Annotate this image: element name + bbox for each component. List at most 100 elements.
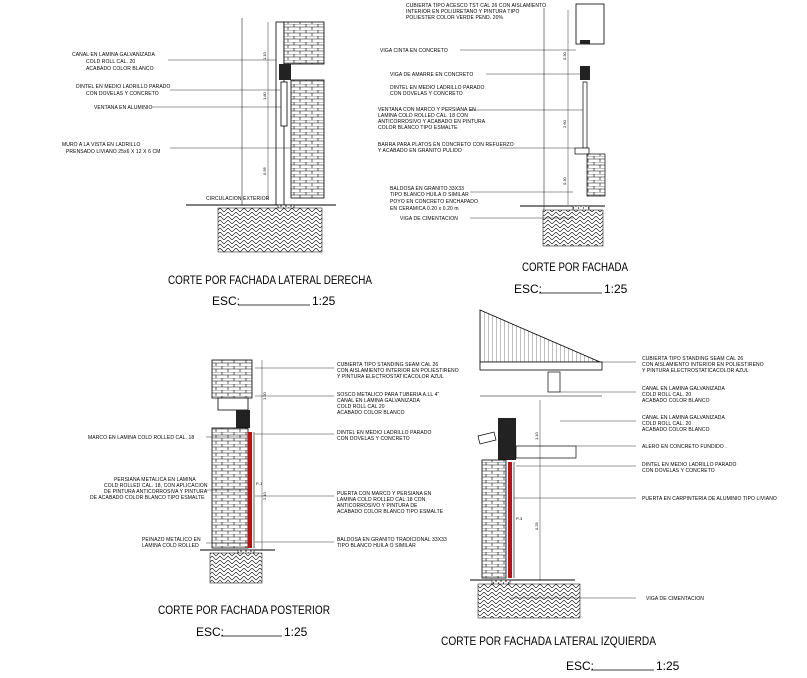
brick-wall-upper: [283, 21, 325, 65]
lintel-block: [498, 418, 516, 460]
note: COLD ROLL CAL 20: [337, 404, 385, 410]
section-title: CORTE POR FACHADA LATERAL IZQUIERDA: [441, 634, 656, 648]
soil-fill: [217, 207, 323, 253]
note: ACABADO COLOR BLANCO: [86, 66, 154, 72]
brick-wall-lower: [290, 79, 325, 199]
lintel-block: [236, 410, 250, 428]
gutter: [547, 371, 561, 393]
note: BALDOSA EN GRANITO TRADICIONAL 33X33: [337, 537, 447, 543]
note: ACABADO COLOR BLANCO TIPO ESMALTE: [337, 509, 444, 515]
scale-value: 1:25: [284, 625, 308, 639]
roof-beam-box: [575, 3, 605, 45]
note: COLD ROLL CAL. 20: [642, 392, 691, 398]
note: CON AISLAMIENTO INTERIOR EN POLIESTIRENO: [337, 368, 459, 374]
note: CANAL EN LAMINA GALVANIZADA: [642, 386, 725, 392]
note: CUBIERTA TIPO STANDING SEAM CAL 26: [642, 356, 743, 362]
section-lateral-izquierda: P-3 1.10 0.25 CUBIERTA TIPO STANDING SEA…: [441, 309, 777, 673]
note: CON DOVELAS Y CONCRETO: [337, 436, 410, 442]
counter-base: [586, 153, 606, 197]
dimension-label: 0.95: [262, 166, 267, 175]
note: DINTEL EN MEDIO LADRILLO PARADO: [642, 462, 737, 468]
counter-bar: [574, 147, 590, 155]
concrete-eave: [515, 445, 577, 459]
soil-fill: [209, 552, 263, 584]
note: PERSIANA METALICA EN LAMINA: [114, 477, 196, 483]
ground-label: CIRCULACION EXTERIOR: [206, 196, 270, 202]
note: PUERTA CON MARCO Y PERSIANA EN: [337, 491, 432, 497]
note: ACABADO COLOR BLANCO: [642, 398, 710, 404]
note: CON DOVELAS Y CONCRETO: [390, 91, 463, 97]
scale-prefix: ESC:: [566, 659, 594, 673]
note: Y PINTURA ELECTROSTATICACOLOR AZUL: [337, 374, 444, 380]
note: EN CERAMICA 0.20 x 0.20 m: [390, 206, 459, 212]
note: ANTICORROSIVO Y PINTURA DE: [337, 503, 418, 509]
dimension-label: 1.80: [262, 91, 267, 100]
brick-wall-lower: [211, 427, 249, 549]
dimension-label: 0.30: [562, 51, 567, 60]
roof-slope: [479, 309, 601, 363]
note: BALDOSA EN GRANITO 33X33: [390, 186, 464, 192]
note: COLD ROLLED CAL. 18, CON APLICACION: [104, 483, 208, 489]
annotations-derecha: CANAL EN LAMINA GALVANIZADA COLD ROLL CA…: [62, 52, 291, 202]
scale-value: 1:25: [312, 294, 336, 308]
door-leaf: [508, 462, 512, 578]
note: COLD ROLL CAL. 20: [642, 421, 691, 427]
door-tag: P-1: [256, 481, 263, 486]
dimension-label: 0.30: [562, 176, 567, 185]
soil-fill: [542, 209, 604, 247]
note: POYO EN CONCRETO ENCHAPADO: [390, 199, 478, 205]
dimension-label: 1.10: [262, 51, 267, 60]
section-title: CORTE POR FACHADA POSTERIOR: [158, 603, 330, 617]
note: ALERO EN CONCRETO FUNDIDO .: [642, 444, 727, 450]
note: POLIESTER COLOR VERDE PEND. 20%: [406, 15, 503, 21]
note: MARCO EN LAMINA COLD ROLLED CAL. 18: [88, 435, 194, 441]
note: VIGA DE CIMENTACION: [400, 216, 458, 222]
window-frame: [280, 81, 288, 127]
window-frame: [582, 81, 588, 149]
note: PRENSADO LIVIANO 25x6 X 12 X 6 CM: [66, 149, 160, 155]
note: BARRA PARA PLATOS EN CONCRETO CON REFUER…: [378, 142, 514, 148]
door-tag: P-3: [516, 516, 523, 521]
section-title: CORTE POR FACHADA: [522, 260, 628, 274]
dimension-label: 2.10: [262, 491, 267, 500]
scale-prefix: ESC:: [514, 282, 542, 296]
brick-wall: [481, 459, 507, 579]
note: DINTEL EN MEDIO LADRILLO PARADO: [76, 84, 171, 90]
note: LAMINA COLD ROLLED CAL.18 CON: [337, 497, 426, 503]
soil-fill: [477, 583, 581, 619]
note: ANTICORROSIVO Y ACABADO EN PINTURA: [378, 119, 486, 125]
note: CON DOVELAS Y CONCRETO: [642, 468, 715, 474]
note: ACABADO COLOR BLANCO: [642, 427, 710, 433]
note: VIGA CINTA EN CONCRETO: [380, 48, 448, 54]
section-lateral-derecha: 1.10 1.80 0.95 CANAL EN LAMINA GALVANIZA…: [62, 18, 372, 308]
section-fachada: 0.30 2.60 0.30 CUBIERTA TIPO ACESCO TST …: [378, 3, 628, 296]
note: COLD ROLL CAL. 20: [86, 59, 135, 65]
door-leaf: [248, 432, 252, 548]
scale-value: 1:25: [656, 659, 680, 673]
annotations-posterior-left: MARCO EN LAMINA COLD ROLLED CAL. 18 PERS…: [88, 435, 248, 549]
note: LAMINA COLD ROLLED: [142, 543, 199, 549]
scale-prefix: ESC:: [196, 625, 224, 639]
annotations-izquierda: CUBIERTA TIPO STANDING SEAM CAL 26 CON A…: [510, 356, 777, 602]
note: CUBIERTA TIPO STANDING SEAM CAL 26: [337, 362, 438, 368]
note: TIPO BLANCO HUILA O SIMILAR: [337, 543, 416, 549]
section-posterior: P-1 1.20 2.10 CUBIERTA TIPO STANDING SEA…: [88, 359, 459, 639]
note: VIGA DE CIMENTACION: [646, 596, 704, 602]
section-title: CORTE POR FACHADA LATERAL DERECHA: [168, 273, 372, 287]
note: INTERIOR EN POLIURETANO Y PINTURA TIPO: [406, 9, 519, 15]
note: Y PINTURA ELECTROSTATICACOLOR AZUL: [642, 368, 749, 374]
dimension-label: 1.10: [534, 431, 539, 440]
lintel-block: [580, 66, 590, 80]
note: MURO A LA VISTA EN LADRILLO: [62, 142, 140, 148]
scale-prefix: ESC:: [212, 294, 240, 308]
note: CANAL EN LAMINA GALVANIZADA: [72, 52, 155, 58]
note: TIPO BLANCO HUILA O SIMILAR: [390, 192, 469, 198]
note: DINTEL EN MEDIO LADRILLO PARADO: [390, 85, 485, 91]
note: DE ACABADO COLOR BLANCO TIPO ESMALTE: [90, 495, 205, 501]
note: CUBIERTA TIPO ACESCO TST CAL 26 CON AISL…: [406, 3, 546, 9]
dimension-label: 0.25: [534, 521, 539, 530]
note: COLOR BLANCO TIPO ESMALTE: [378, 125, 458, 131]
note: PUERTA EN CARPINTERIA DE ALUMINIO TIPO L…: [642, 496, 777, 502]
brick-wall-upper: [211, 359, 253, 399]
